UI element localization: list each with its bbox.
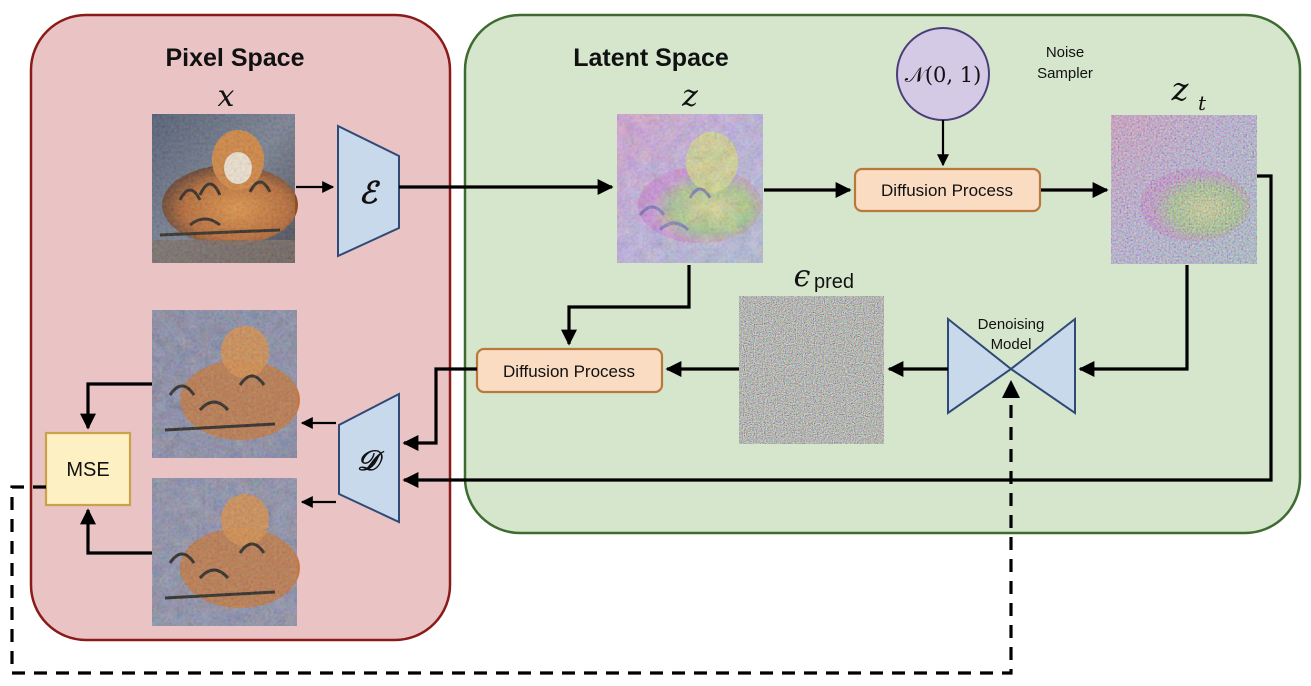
noise-sampler: 𝒩(0, 1) Noise Sampler xyxy=(896,27,1093,121)
noise-sampler-label-line2: Sampler xyxy=(1037,65,1093,82)
label-z-t-base: z xyxy=(1171,70,1190,108)
latent-image-z xyxy=(617,114,763,263)
arrow-z-to-reverse-diffusion xyxy=(561,265,691,346)
diffusion-process-forward-label: Diffusion Process xyxy=(881,181,1013,200)
dashed-path-arrowhead xyxy=(1002,380,1020,398)
diffusion-process-reverse-label: Diffusion Process xyxy=(503,362,635,381)
label-z: z xyxy=(681,79,698,114)
label-epsilon-base: ϵ xyxy=(794,259,811,294)
noise-sampler-label-line1: Noise xyxy=(1046,44,1084,61)
diffusion-process-forward: Diffusion Process xyxy=(853,167,1042,213)
reconstructed-image-bottom xyxy=(152,478,300,626)
normal-distribution-label: 𝒩(0, 1) xyxy=(905,63,982,87)
denoising-model-label-line1: Denoising xyxy=(978,316,1045,333)
label-epsilon-subscript: pred xyxy=(814,271,854,293)
denoising-model-label-line2: Model xyxy=(991,336,1032,353)
label-z-t-subscript: t xyxy=(1198,91,1207,115)
denoising-model: Denoising Model xyxy=(947,316,1076,415)
input-image-x xyxy=(152,114,298,263)
arrow-zt-to-decoder xyxy=(402,174,1273,488)
noisy-latent-image-zt xyxy=(1111,115,1257,264)
decoder-block: 𝒟 xyxy=(338,392,400,524)
dashed-gradient-path xyxy=(10,394,1013,675)
encoder-symbol: ℰ xyxy=(359,176,381,211)
arrow-bottom-image-to-mse xyxy=(80,508,152,555)
arrow-diffusion-to-decoder xyxy=(402,367,477,451)
encoder-block: ℰ xyxy=(337,124,400,258)
mse-loss: MSE xyxy=(44,431,132,507)
arrow-top-image-to-mse xyxy=(80,382,152,430)
mse-label: MSE xyxy=(66,459,109,481)
label-x: x xyxy=(218,79,235,114)
diffusion-process-reverse: Diffusion Process xyxy=(475,347,664,394)
pixel-space-title: Pixel Space xyxy=(166,44,305,72)
label-epsilon-pred: ϵ pred xyxy=(794,259,854,294)
arrow-zt-to-denoising xyxy=(1078,265,1189,377)
label-z-t: z t xyxy=(1171,70,1207,115)
predicted-noise-image xyxy=(739,296,884,444)
arrows xyxy=(10,120,1273,675)
latent-space-title: Latent Space xyxy=(573,44,729,72)
reconstructed-image-top xyxy=(152,310,300,458)
